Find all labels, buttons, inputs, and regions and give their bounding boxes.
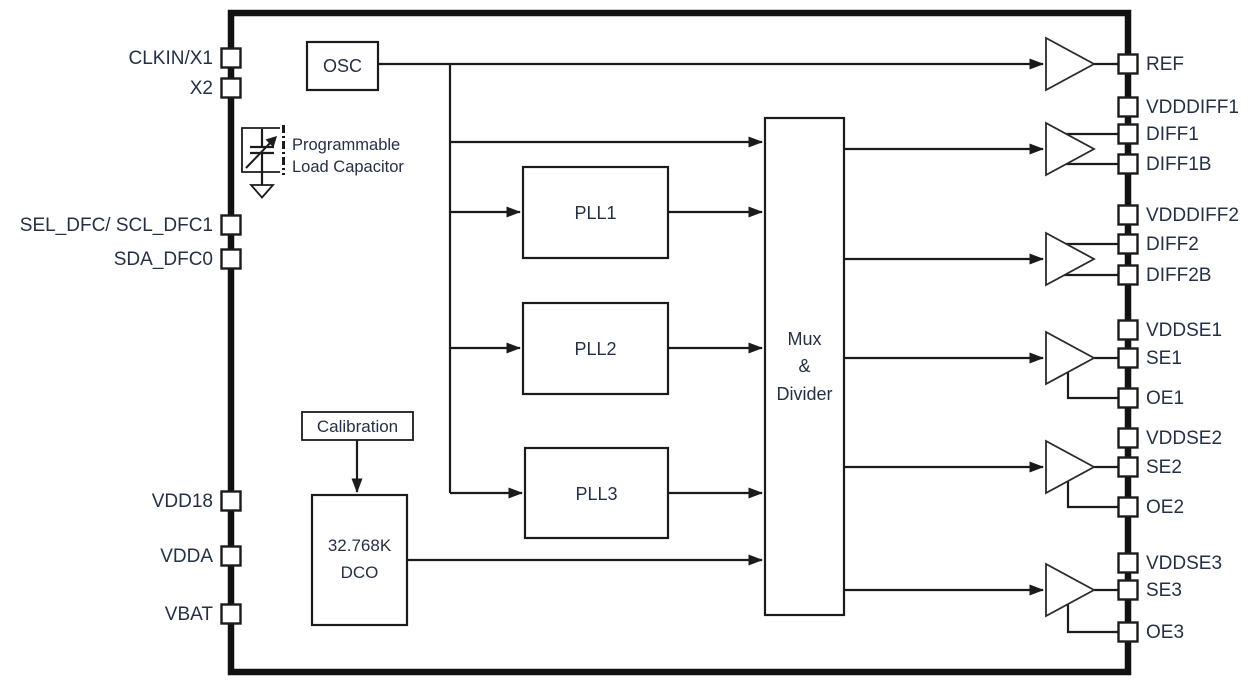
- dco-block: [310, 493, 409, 627]
- pin-vbat: [220, 603, 242, 625]
- pin-x2-label: X2: [190, 78, 213, 99]
- pin-se2: [1117, 456, 1139, 478]
- pin-se3: [1117, 579, 1139, 601]
- pin-oe1: [1117, 387, 1139, 409]
- pin-oe3: [1117, 621, 1139, 643]
- wire-oe3-to-se3buf: [1066, 604, 1121, 634]
- pin-sel-dfc-scl-dfc1: [220, 214, 242, 236]
- mux-divider-block: [763, 116, 846, 617]
- ref-buffer-icon: [1045, 36, 1096, 92]
- pin-vdddiff1-label: VDDDIFF1: [1146, 97, 1239, 118]
- pin-diff2b-label: DIFF2B: [1146, 265, 1211, 286]
- pin-sel-dfc-label: SEL_DFC/ SCL_DFC1: [20, 215, 213, 236]
- se3-buffer-icon: [1045, 562, 1096, 618]
- pin-diff1b-label: DIFF1B: [1146, 154, 1211, 175]
- wire-oe1-to-se1buf: [1066, 372, 1121, 400]
- pin-x2: [220, 77, 242, 99]
- se1-buffer-icon: [1045, 330, 1096, 386]
- dco-label-line2: DCO: [341, 563, 379, 582]
- pin-vddse1-label: VDDSE1: [1146, 320, 1222, 341]
- variable-arrow-head: [265, 136, 277, 148]
- diff2-buffer-icon: [1045, 231, 1096, 287]
- pin-clkin-x1: [220, 47, 242, 69]
- pin-ref: [1117, 53, 1139, 75]
- pll3-block: [523, 446, 670, 540]
- wire-oe2-to-se2buf: [1066, 481, 1121, 509]
- pin-diff2: [1117, 233, 1139, 255]
- pin-diff1: [1117, 123, 1139, 145]
- pin-diff2-label: DIFF2: [1146, 234, 1199, 255]
- pin-se1: [1117, 347, 1139, 369]
- load-capacitor-symbol: [241, 125, 285, 199]
- pll2-block: [521, 301, 670, 396]
- pin-vdda-label: VDDA: [160, 546, 213, 567]
- pin-ref-label: REF: [1146, 54, 1184, 75]
- pin-clkin-x1-label: CLKIN/X1: [129, 48, 213, 69]
- pin-vdda: [220, 545, 242, 567]
- pin-sda-dfc0: [220, 248, 242, 270]
- pin-vddse1: [1117, 319, 1139, 341]
- pin-vddse2-label: VDDSE2: [1146, 428, 1222, 449]
- pll1-label: PLL1: [574, 203, 616, 223]
- pin-oe3-label: OE3: [1146, 622, 1184, 643]
- pin-sda-dfc0-label: SDA_DFC0: [114, 249, 213, 270]
- pin-oe2: [1117, 496, 1139, 518]
- pin-vbat-label: VBAT: [165, 604, 214, 625]
- osc-label: OSC: [323, 56, 362, 76]
- calibration-block: [301, 411, 414, 441]
- pin-se3-label: SE3: [1146, 580, 1182, 601]
- pll3-label: PLL3: [575, 484, 617, 504]
- pin-vddse2: [1117, 427, 1139, 449]
- se2-buffer-icon: [1045, 439, 1096, 495]
- pin-diff1-label: DIFF1: [1146, 124, 1199, 145]
- diff1-buffer-icon: [1045, 121, 1096, 177]
- pin-diff2b: [1117, 264, 1139, 286]
- load-capacitor-label-line2: Load Capacitor: [292, 158, 404, 176]
- variable-arrow: [245, 140, 273, 169]
- mux-label-line3: Divider: [776, 384, 832, 404]
- pin-oe2-label: OE2: [1146, 497, 1184, 518]
- pin-vdddiff2-label: VDDDIFF2: [1146, 205, 1239, 226]
- pin-vdddiff2: [1117, 204, 1139, 226]
- mux-label-line1: Mux: [787, 329, 821, 349]
- mux-label-line2: &: [798, 356, 810, 376]
- pin-vdd18: [220, 490, 242, 512]
- dco-label-line1: 32.768K: [328, 536, 392, 555]
- pin-diff1b: [1117, 153, 1139, 175]
- pin-vdd18-label: VDD18: [152, 491, 213, 512]
- pin-se2-label: SE2: [1146, 457, 1182, 478]
- pll2-label: PLL2: [574, 339, 616, 359]
- chip-outline: [227, 9, 1132, 676]
- osc-block: [305, 40, 380, 92]
- pin-vddse3: [1117, 552, 1139, 574]
- pin-vddse3-label: VDDSE3: [1146, 553, 1222, 574]
- load-capacitor-label-line1: Programmable: [292, 136, 400, 154]
- ground-icon: [249, 184, 275, 199]
- pin-se1-label: SE1: [1146, 348, 1182, 369]
- pin-vdddiff1: [1117, 96, 1139, 118]
- pll1-block: [521, 165, 670, 260]
- pin-oe1-label: OE1: [1146, 388, 1184, 409]
- calibration-label: Calibration: [317, 417, 398, 436]
